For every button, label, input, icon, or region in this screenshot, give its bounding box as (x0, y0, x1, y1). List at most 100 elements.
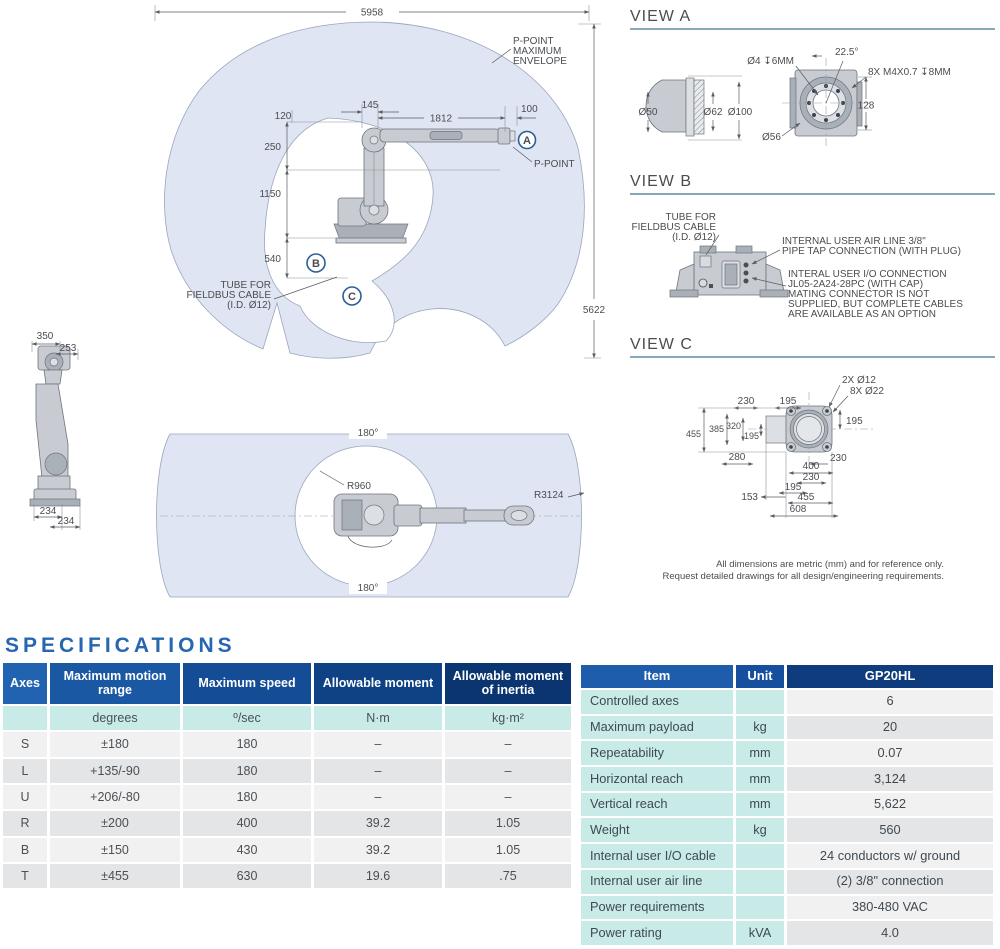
value-cell: 4.0 (787, 921, 993, 945)
tube-label-line3: (I.D. Ø12) (672, 232, 716, 243)
fieldbus-label-line3: (I.D. Ø12) (227, 300, 271, 311)
value-cell: – (445, 758, 571, 783)
unit-cell: º/sec (183, 705, 311, 731)
unit-cell: kVA (736, 921, 784, 945)
view-b-marker: B (306, 253, 326, 273)
io-label-line3: MATING CONNECTOR IS NOT (788, 289, 929, 300)
value-cell: 1.05 (445, 837, 571, 862)
dia62-label: Ø62 (704, 107, 723, 118)
value-cell: 1.05 (445, 811, 571, 836)
col-header-axes: Axes (3, 663, 47, 704)
fieldbus-label-line1: TUBE FOR (220, 280, 271, 291)
model-header-row: Item Unit GP20HL (581, 665, 993, 688)
value-cell: 180 (183, 732, 311, 757)
fieldbus-callout: TUBE FOR FIELDBUS CABLE (I.D. Ø12) (187, 276, 338, 311)
item-cell: Repeatability (581, 741, 733, 766)
envelope-label-line2: MAXIMUM (513, 46, 561, 57)
d195a-label: 195 (780, 396, 797, 407)
work-envelope-side-view: 5958 5622 250 1150 540 120 (154, 5, 606, 359)
axis-row-s: S ±180 180 – – (3, 732, 571, 757)
robot-arm-side-silhouette (333, 127, 516, 244)
spec-row-power-requirements: Power requirements 380-480 VAC (581, 895, 993, 920)
d320-label: 320 (726, 421, 741, 431)
d280-label: 280 (729, 452, 746, 463)
value-cell: ±180 (50, 732, 180, 757)
axes-header-row: Axes Maximum motion range Maximum speed … (3, 663, 571, 704)
dim-vertical-chain: 250 1150 540 (259, 121, 500, 279)
unit-cell: kg·m² (445, 705, 571, 731)
value-cell: 0.07 (787, 741, 993, 766)
axis-row-u: U +206/-80 180 – – (3, 784, 571, 810)
unit-cell (736, 689, 784, 714)
axis-cell: T (3, 864, 47, 889)
view-c-title: VIEW C (630, 336, 693, 353)
value-cell: 24 conductors w/ ground (787, 844, 993, 868)
p-point-callout: P-POINT (512, 146, 575, 170)
value-cell: 39.2 (314, 811, 442, 836)
dim-overall-width: 5958 (154, 5, 590, 21)
dia50-label: Ø50 (639, 107, 658, 118)
value-cell: ±455 (50, 864, 180, 889)
value-cell: +135/-90 (50, 758, 180, 783)
r960-label: R960 (347, 481, 371, 492)
spec-row-horizontal-reach: Horizontal reach mm 3,124 (581, 767, 993, 791)
d153-label: 153 (741, 492, 758, 503)
unit-cell (736, 869, 784, 894)
robot-profile-view: 350 253 234 234 (29, 331, 81, 530)
value-cell: ±150 (50, 837, 180, 862)
item-cell: Controlled axes (581, 689, 733, 714)
d455b-label: 455 (798, 492, 815, 503)
view-b-housing (669, 245, 789, 298)
value-cell: 380-480 VAC (787, 895, 993, 920)
dim-horizontal-chain: 120 145 1812 100 (275, 100, 538, 132)
work-envelope-top-view: 180° 180° R960 R3124 (156, 426, 585, 598)
marker-b-letter: B (312, 258, 320, 270)
value-cell: .75 (445, 864, 571, 889)
item-cell: Weight (581, 818, 733, 843)
value-cell: 5,622 (787, 792, 993, 817)
spec-row-controlled-axes: Controlled axes 6 (581, 689, 993, 714)
footnote-line2: Request detailed drawings for all design… (663, 571, 944, 582)
value-cell: ±200 (50, 811, 180, 836)
axis-row-b: B ±150 430 39.2 1.05 (3, 837, 571, 862)
d195c-label: 195 (744, 431, 759, 441)
view-c-base-flange (748, 392, 874, 470)
value-cell: 3,124 (787, 767, 993, 791)
item-cell: Maximum payload (581, 715, 733, 740)
col-header-unit: Unit (736, 665, 784, 688)
io-label-line5: ARE AVAILABLE AS AN OPTION (788, 309, 936, 320)
col-header-item: Item (581, 665, 733, 688)
view-a-flange-face (782, 58, 870, 148)
angle-top-label: 180° (358, 428, 379, 439)
d230b-label: 230 (830, 453, 847, 464)
d385-label: 385 (709, 424, 724, 434)
view-c-marker: C (342, 286, 362, 306)
axis-cell: U (3, 784, 47, 810)
dim-250-label: 250 (264, 142, 281, 153)
hole-callout-label: Ø4 ↧6MM (747, 56, 794, 67)
axis-cell: R (3, 811, 47, 836)
r3124-label: R3124 (534, 490, 564, 501)
axis-cell: S (3, 732, 47, 757)
dim-5958-label: 5958 (361, 8, 384, 19)
holes2-label: 8X Ø22 (850, 386, 884, 397)
holes1-label: 2X Ø12 (842, 375, 876, 386)
bolt-callout-label: 8X M4X0.7 ↧8MM (868, 67, 951, 78)
dim-100-label: 100 (521, 104, 538, 115)
d230a-label: 230 (738, 396, 755, 407)
dim-234a-label: 234 (40, 506, 57, 517)
spec-row-repeatability: Repeatability mm 0.07 (581, 741, 993, 766)
view-a-title: VIEW A (630, 8, 691, 25)
col-header-model: GP20HL (787, 665, 993, 688)
axis-cell: L (3, 758, 47, 783)
envelope-label-line1: P-POINT (513, 36, 554, 47)
value-cell: 400 (183, 811, 311, 836)
fieldbus-label-line2: FIELDBUS CABLE (187, 290, 272, 301)
robot-top-silhouette (333, 493, 535, 548)
axis-row-r: R ±200 400 39.2 1.05 (3, 811, 571, 836)
col-header-inertia: Allowable moment of inertia (445, 663, 571, 704)
item-cell: Vertical reach (581, 792, 733, 817)
model-spec-table: Item Unit GP20HL Controlled axes 6 Maxim… (578, 663, 996, 947)
d455a-label: 455 (686, 429, 701, 439)
